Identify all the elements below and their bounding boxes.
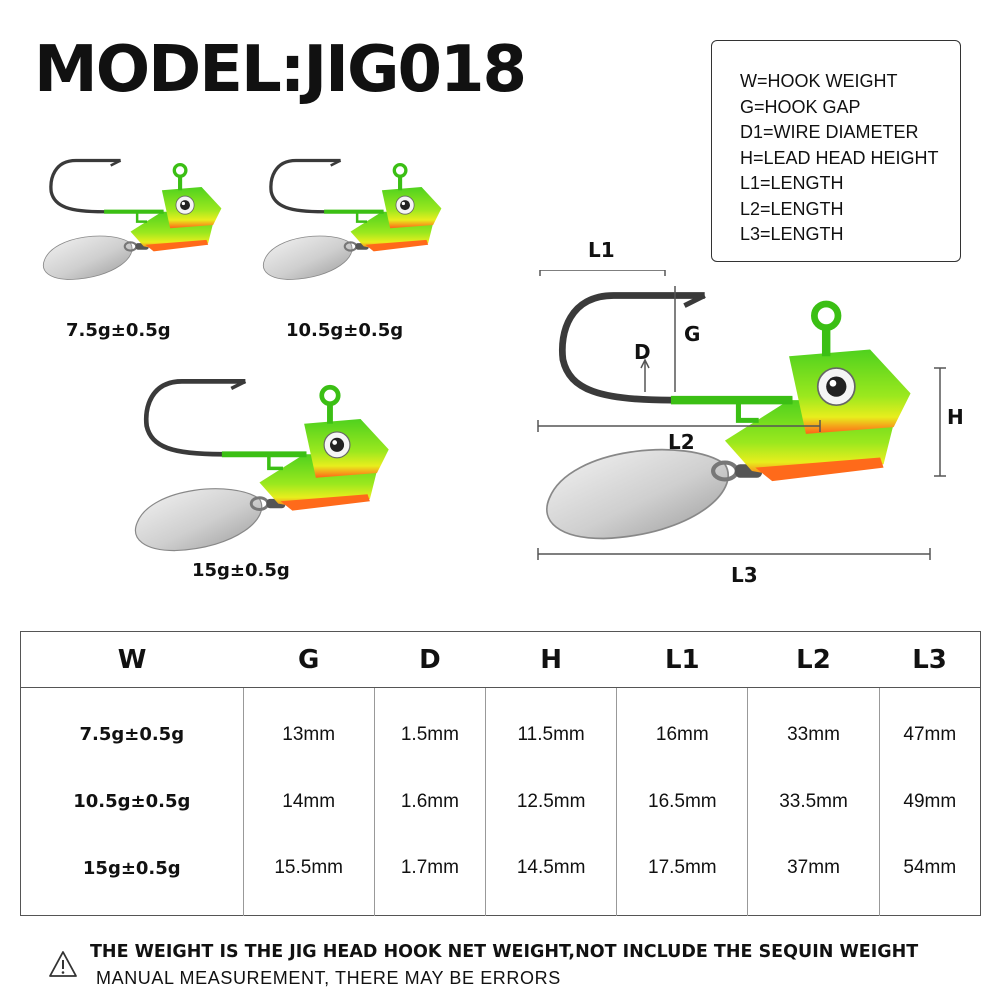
notice-text-measurement: MANUAL MEASUREMENT, THERE MAY BE ERRORS [96, 968, 561, 988]
table-row: 15g±0.5g 15.5mm 1.7mm 14.5mm 17.5mm 37mm… [21, 839, 981, 916]
table-cell: 14.5mm [485, 839, 617, 916]
jig-weight-label: 10.5g±0.5g [286, 320, 404, 341]
jig-weight-label: 15g±0.5g [192, 560, 290, 581]
dimension-label-l1: L1 [588, 238, 615, 262]
dimension-label-l3: L3 [731, 563, 758, 587]
dimension-label-l2: L2 [668, 430, 695, 454]
dimension-label-g: G [684, 322, 701, 346]
table-cell: 49mm [878, 763, 981, 840]
table-cell: 12.5mm [485, 763, 617, 840]
dimension-diagram [537, 270, 946, 560]
legend-item: D1=WIRE DIAMETER [740, 122, 919, 142]
table-cell: 17.5mm [616, 839, 748, 916]
warning-icon [49, 951, 77, 977]
table-cell: 10.5g±0.5g [73, 791, 191, 812]
table-cell: 11.5mm [485, 687, 617, 764]
legend-item: H=LEAD HEAD HEIGHT [740, 147, 939, 168]
table-cell: 37mm [747, 839, 880, 916]
table-cell: 15g±0.5g [82, 857, 181, 879]
page-title: MODEL:JIG018 [34, 33, 527, 107]
table-cell: 16mm [616, 687, 748, 764]
table-row: 7.5g±0.5g 13mm 1.5mm 11.5mm 16mm 33mm 47… [21, 687, 981, 764]
table-cell: 47mm [878, 687, 981, 764]
dimension-label-h: H [947, 405, 964, 429]
table-cell: 33mm [747, 687, 880, 764]
legend-item: L3=LENGTH [740, 224, 844, 244]
table-cell: 1.6mm [373, 763, 486, 840]
table-header-l1: L1 [616, 631, 748, 688]
notice-text-weight: THE WEIGHT IS THE JIG HEAD HOOK NET WEIG… [90, 942, 919, 962]
table-cell: 1.7mm [373, 839, 486, 916]
table-header-h: H [485, 631, 617, 688]
jig-image-small [38, 150, 228, 290]
table-cell: 54mm [878, 839, 981, 916]
jig-image-large [118, 372, 408, 560]
table-header-l3: L3 [879, 631, 981, 688]
table-cell: 7.5g±0.5g [79, 724, 185, 746]
legend-item: L1=LENGTH [740, 173, 844, 193]
table-header-g: G [243, 631, 375, 688]
table-header-d: D [374, 631, 486, 688]
legend-item: G=HOOK GAP [740, 96, 861, 117]
table-header-row: W G D H L1 L2 L3 [20, 631, 981, 688]
table-cell: 15.5mm [242, 839, 375, 916]
table-header-w: W [20, 631, 244, 688]
table-cell: 14mm [242, 763, 375, 840]
table-cell: 1.5mm [373, 687, 486, 764]
table-cell: 13mm [242, 687, 375, 764]
jig-weight-label: 7.5g±0.5g [66, 320, 171, 341]
legend-item: W=HOOK WEIGHT [740, 71, 898, 91]
dimension-label-d: D [634, 340, 651, 364]
table-header-l2: L2 [747, 631, 880, 688]
spec-table: W G D H L1 L2 L3 7.5g±0.5g 13mm 1.5mm 11… [20, 631, 981, 916]
table-row: 10.5g±0.5g 14mm 1.6mm 12.5mm 16.5mm 33.5… [21, 763, 981, 840]
legend-item: L2=LENGTH [740, 198, 844, 219]
table-cell: 33.5mm [747, 763, 880, 840]
table-cell: 16.5mm [616, 763, 748, 840]
dimension-legend: W=HOOK WEIGHT G=HOOK GAP D1=WIRE DIAMETE… [711, 40, 961, 262]
jig-image-medium [258, 150, 448, 290]
